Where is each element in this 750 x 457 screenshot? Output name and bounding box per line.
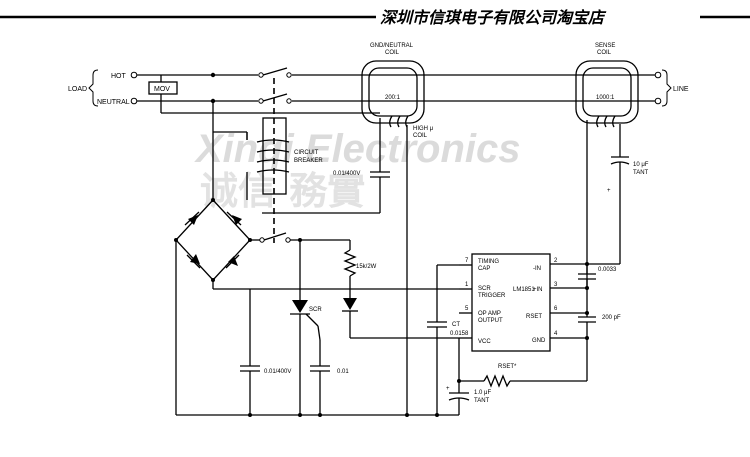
high-mu-label-2: COIL xyxy=(413,133,428,139)
ic-rset-pin: RSET xyxy=(526,314,542,320)
cap-mid-value: 0.01 xyxy=(337,369,349,375)
ic-timing-1: TIMING xyxy=(478,259,499,265)
ic-opamp-2: OUTPUT xyxy=(478,318,503,324)
cap-1uf: + 1.0 μF TANT xyxy=(446,381,491,415)
rset-resistor: RSET* xyxy=(459,364,587,388)
ic-gnd: GND xyxy=(532,338,546,344)
ic-timing-2: CAP xyxy=(478,266,490,272)
sense-ratio: 1000:1 xyxy=(596,95,615,101)
pin-1: 1 xyxy=(465,282,469,288)
cap-1uf-value: 1.0 μF xyxy=(474,390,491,396)
resistor-value: 15k/2W xyxy=(356,264,377,270)
ct-label: CT xyxy=(452,322,460,328)
high-mu-label-1: HIGH μ xyxy=(413,126,434,132)
cap-top-value: 0.01/400V xyxy=(333,171,360,177)
header: 深圳市信琪电子有限公司淘宝店 xyxy=(0,8,750,27)
breaker-label-1: CIRCUIT xyxy=(294,150,319,156)
cap-0033-value: 0.0033 xyxy=(598,267,617,273)
cap-10uf-type: TANT xyxy=(633,170,649,176)
breaker-label-2: BREAKER xyxy=(294,158,323,164)
pin-5: 5 xyxy=(465,306,469,312)
left-wiring xyxy=(160,101,380,415)
cap-10uf: 10 μF TANT + xyxy=(607,156,649,264)
bridge-switch xyxy=(250,232,350,300)
mov-label: MOV xyxy=(154,86,170,93)
line-label: LINE xyxy=(673,86,689,93)
pin-3: 3 xyxy=(554,282,558,288)
cap-200pf-value: 200 pF xyxy=(602,315,621,321)
cap-mid: 0.01 xyxy=(310,340,349,415)
pin-4: 4 xyxy=(554,331,558,337)
load-label: LOAD xyxy=(68,86,87,93)
cap-ct: CT 0.015 xyxy=(427,264,466,415)
hot-terminal xyxy=(130,71,138,79)
sense-coil-title: SENSE xyxy=(595,43,615,49)
ground-rail xyxy=(176,379,461,417)
mov: MOV xyxy=(148,75,178,101)
rset-label: RSET* xyxy=(498,364,517,370)
neutral-label: NEUTRAL xyxy=(97,99,130,106)
cap-0033: 0.0033 xyxy=(578,262,617,290)
ct-value: 0.015 xyxy=(450,331,466,337)
shop-name: 深圳市信琪电子有限公司淘宝店 xyxy=(380,8,607,27)
ic-scr-1: SCR xyxy=(478,286,491,292)
diode-bridge xyxy=(174,198,252,289)
ic-neg-in: -IN xyxy=(533,266,541,272)
pin-7: 7 xyxy=(465,258,469,264)
lm1851-ic: TIMING CAP SCR TRIGGER LM1851 OP AMP OUT… xyxy=(458,253,620,381)
gnd-neutral-ratio: 200:1 xyxy=(385,95,401,101)
scr-label: SCR xyxy=(309,307,322,313)
cap-10uf-value: 10 μF xyxy=(633,162,649,168)
ic-scr-2: TRIGGER xyxy=(478,293,506,299)
watermark: Xinqi Electronics 诚信 務實 xyxy=(194,127,521,213)
pin-2: 2 xyxy=(554,258,558,264)
terminals: LOAD HOT NEUTRAL LINE xyxy=(68,69,689,107)
sense-coil: SENSE COIL 1000:1 xyxy=(575,43,639,300)
ic-part: LM1851 xyxy=(513,287,535,293)
ic-pos-in: +IN xyxy=(533,287,543,293)
line-hot-terminal xyxy=(654,71,662,79)
cap-left: 0.01/400V xyxy=(213,288,459,415)
svg-text:+: + xyxy=(446,386,450,392)
gnd-neutral-coil-title: GND/NEUTRAL xyxy=(370,43,414,49)
gnd-neutral-coil-subtitle: COIL xyxy=(385,50,400,56)
gnd-neutral-coil: GND/NEUTRAL COIL 200:1 HIGH μ COIL xyxy=(361,43,434,415)
cap-1uf-type: TANT xyxy=(474,398,490,404)
cap-200pf: 200 pF xyxy=(578,300,621,381)
cap-top: 0.01/400V xyxy=(262,165,390,214)
sense-coil-subtitle: COIL xyxy=(597,50,612,56)
svg-text:+: + xyxy=(607,188,611,194)
neutral-terminal xyxy=(130,97,138,105)
ic-vcc: VCC xyxy=(478,339,491,345)
watermark-line1: Xinqi Electronics xyxy=(194,127,521,171)
pin-8: 8 xyxy=(465,331,469,337)
hot-label: HOT xyxy=(111,73,127,80)
line-neutral-terminal xyxy=(654,97,662,105)
pin-6: 6 xyxy=(554,306,558,312)
watermark-line2: 诚信 務實 xyxy=(200,168,365,213)
resistor-15k: 15k/2W xyxy=(342,240,459,339)
ic-opamp-1: OP AMP xyxy=(478,311,501,317)
cap-left-value: 0.01/400V xyxy=(264,369,291,375)
scr: SCR xyxy=(290,300,322,415)
